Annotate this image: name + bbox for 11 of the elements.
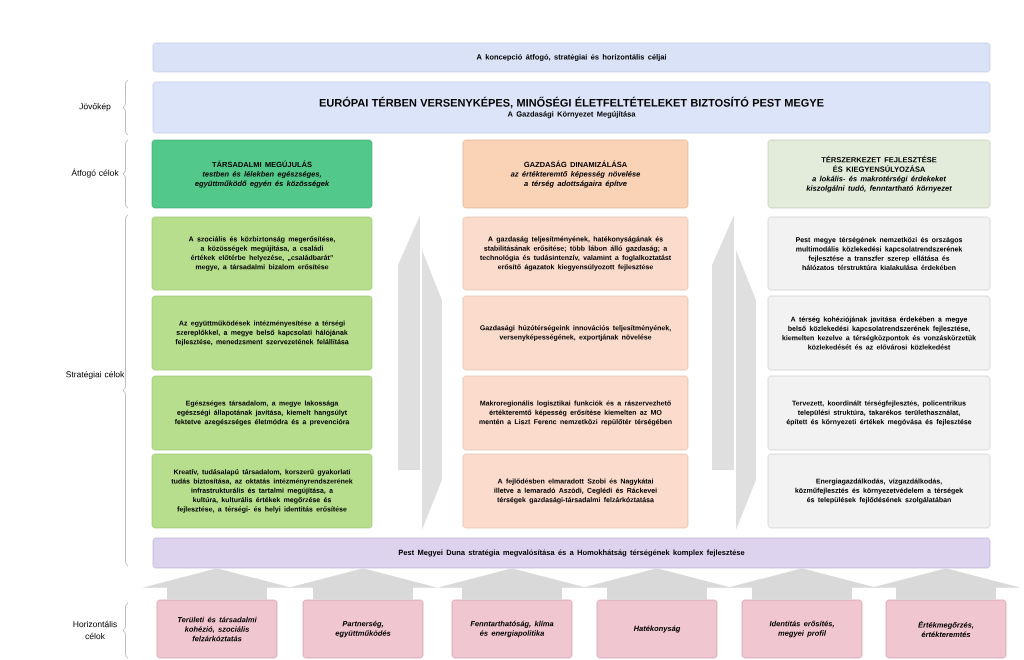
block-arrow	[871, 568, 1021, 600]
block-arrow	[288, 568, 438, 600]
side-label: Jövőkép	[79, 103, 111, 111]
block-arrow	[142, 568, 292, 600]
block-arrow-shape	[422, 250, 442, 530]
block-arrow-shape	[736, 250, 756, 530]
side-label: Átfogó célok	[71, 168, 119, 178]
block-arrow-shape	[398, 215, 420, 470]
side-label: Horizontális célok	[73, 620, 117, 640]
side-label: Stratégiai célok	[66, 371, 125, 379]
block-arrow-shape	[712, 215, 734, 470]
